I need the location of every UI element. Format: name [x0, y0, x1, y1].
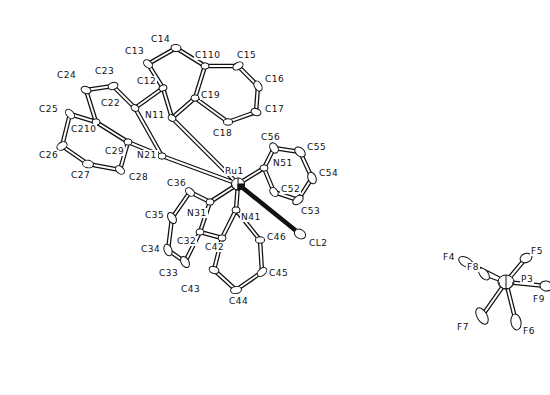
atom-label: C44: [228, 296, 249, 306]
atom-label: C12: [136, 76, 157, 86]
atom-label: F9: [532, 294, 546, 304]
atom-label: C32: [176, 236, 197, 246]
atom-label: C18: [212, 128, 233, 138]
atom-label: N41: [240, 212, 262, 222]
atom-label: N11: [144, 110, 166, 120]
atom-label: N51: [272, 158, 294, 168]
atom-label: C43: [180, 284, 201, 294]
atom-label: C29: [104, 146, 125, 156]
atom-label: C16: [264, 74, 285, 84]
atom-label: C210: [70, 124, 97, 134]
atom-label: C17: [264, 104, 285, 114]
atom-label: C26: [38, 150, 59, 160]
atom-label: N31: [186, 208, 208, 218]
atom-label: C42: [204, 242, 225, 252]
atom-label: C110: [194, 50, 221, 60]
atom-label: N21: [136, 150, 158, 160]
atom-label: F5: [530, 246, 544, 256]
atom-label: C56: [260, 132, 281, 142]
atom-label: C15: [236, 50, 257, 60]
atom-label: P3: [520, 274, 534, 284]
atom-label: C24: [56, 70, 77, 80]
atom-label: C14: [150, 34, 171, 44]
atom-label: C28: [128, 172, 149, 182]
atom-label: F6: [522, 326, 536, 336]
atom-label: C27: [70, 170, 91, 180]
atom-label: C25: [38, 104, 59, 114]
atom-label: C36: [166, 178, 187, 188]
atom-label: C46: [266, 232, 287, 242]
atom-label: F8: [466, 262, 480, 272]
atom-label: F4: [442, 252, 456, 262]
atom-label: C13: [124, 46, 145, 56]
atom-label: C55: [306, 142, 327, 152]
atom-label: C19: [200, 90, 221, 100]
atom-label: C45: [268, 268, 289, 278]
atom-label: C54: [318, 168, 339, 178]
atom-label: CL2: [308, 238, 329, 248]
atom-label: C53: [300, 206, 321, 216]
atom-label: Ru1: [224, 166, 245, 176]
atom-label: C34: [140, 244, 161, 254]
atom-label: C33: [158, 268, 179, 278]
atom-label: F7: [456, 322, 470, 332]
atom-label: C35: [144, 210, 165, 220]
atom-label: C22: [100, 98, 121, 108]
atom-label: C23: [94, 66, 115, 76]
atom-label: C52: [280, 184, 301, 194]
